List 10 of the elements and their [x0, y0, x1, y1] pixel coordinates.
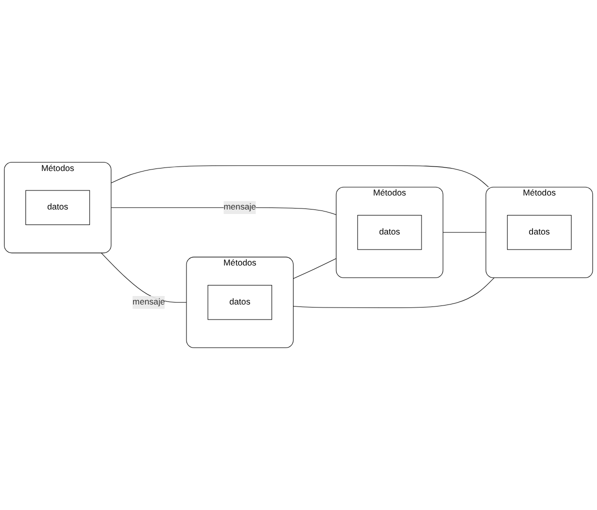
connector: [293, 277, 495, 308]
connector: [442, 232, 486, 233]
node-box: datos: [357, 214, 422, 250]
edge-label: mensaje: [132, 298, 165, 307]
connector: [293, 258, 336, 279]
node-box: datos: [208, 284, 272, 320]
edge-label: mensaje: [224, 202, 256, 212]
connector: [110, 165, 489, 188]
node-box: datos: [25, 190, 90, 226]
node-box: datos: [507, 214, 572, 250]
